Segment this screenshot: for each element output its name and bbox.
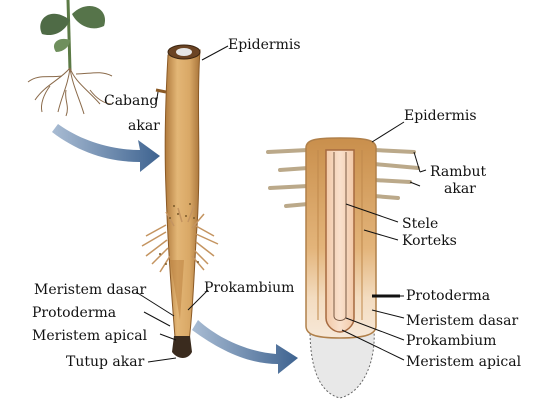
label-epidermis-right: Epidermis	[404, 108, 477, 124]
label-prokambium-right: Prokambium	[406, 333, 497, 349]
left-root	[141, 44, 219, 358]
label-epidermis-left: Epidermis	[228, 37, 301, 53]
label-protoderma-left: Protoderma	[32, 305, 117, 321]
arrow-left	[52, 124, 160, 172]
label-cabang-akar-line1: Cabang	[104, 93, 159, 109]
leader-lines	[135, 45, 427, 363]
left-root-hairs	[141, 205, 219, 273]
label-rambut-akar-line2: akar	[444, 181, 476, 197]
label-meristem-apical-left: Meristem apical	[32, 328, 148, 344]
label-rambut-akar-line1: Rambut	[430, 164, 487, 180]
right-root-hairs	[266, 148, 420, 208]
label-meristem-dasar-left: Meristem dasar	[34, 282, 147, 298]
label-prokambium-left: Prokambium	[204, 280, 295, 296]
label-korteks: Korteks	[402, 233, 457, 249]
arrow-right	[192, 320, 298, 374]
label-stele: Stele	[402, 216, 439, 232]
root-section	[266, 137, 420, 399]
label-cabang-akar-line2: akar	[128, 118, 160, 134]
label-meristem-apical-right: Meristem apical	[406, 354, 522, 370]
label-protoderma-right: Protoderma	[406, 288, 491, 304]
plant-roots	[27, 67, 113, 117]
label-meristem-dasar-right: Meristem dasar	[406, 313, 519, 329]
right-root-cap	[309, 329, 375, 399]
label-tutup-akar: Tutup akar	[66, 354, 145, 370]
left-root-cap	[172, 336, 192, 358]
plant-illustration	[27, 0, 113, 117]
